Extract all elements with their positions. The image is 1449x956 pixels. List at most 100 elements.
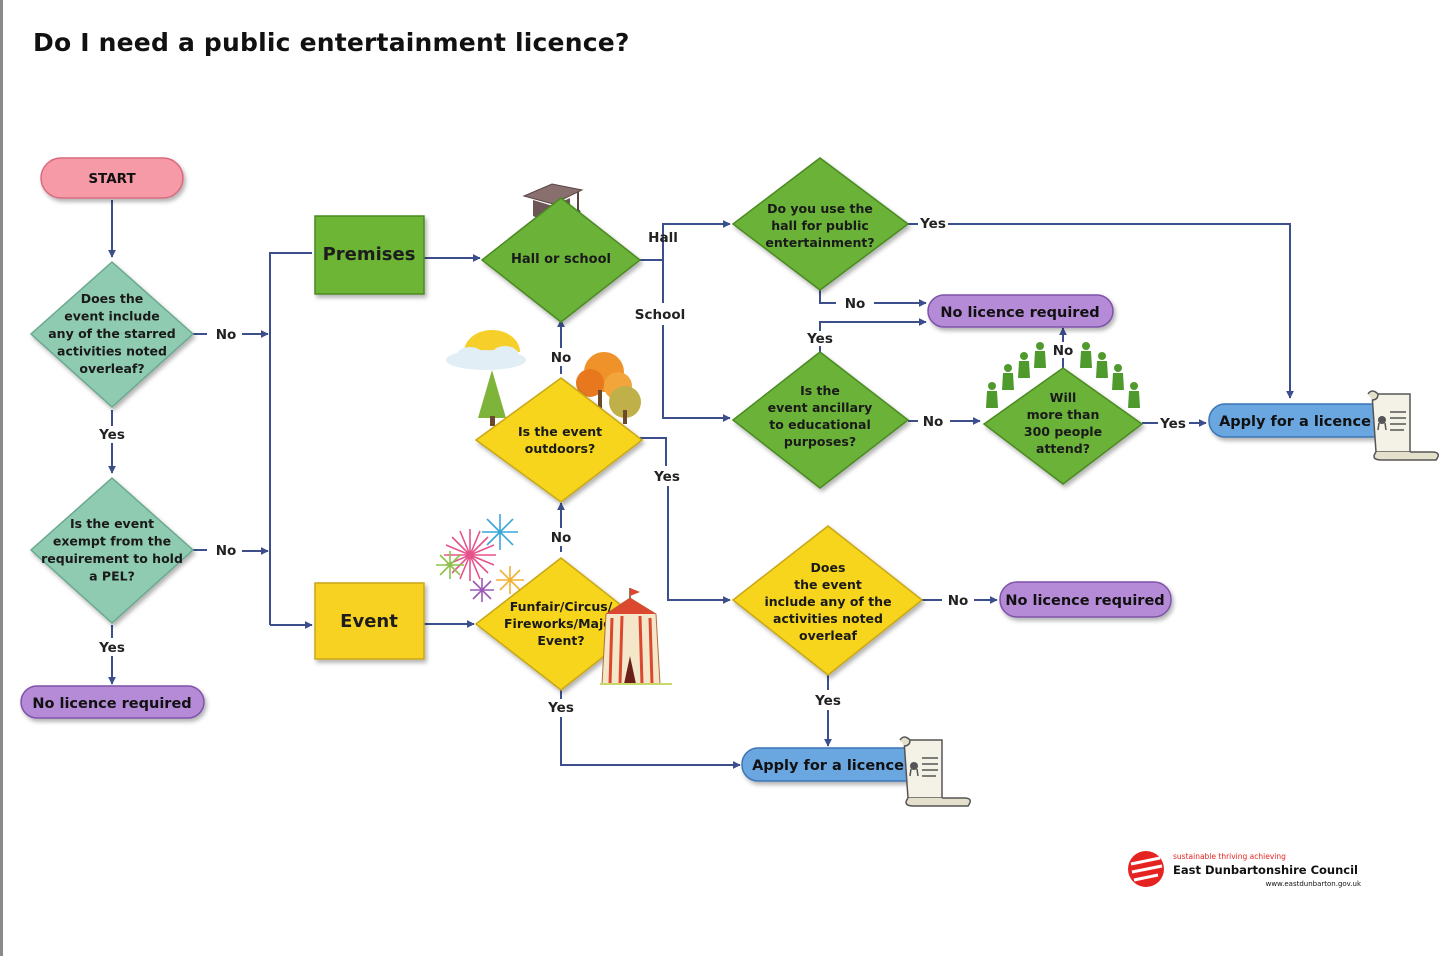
text-line: requirement to hold bbox=[41, 551, 183, 566]
start-node bbox=[40, 157, 184, 199]
label-ancillary-yes: Yes bbox=[806, 331, 833, 347]
crowd-icon bbox=[986, 342, 1140, 408]
text-line: Is the bbox=[800, 383, 840, 398]
event-label: Event bbox=[340, 611, 398, 632]
text-line: overleaf? bbox=[79, 361, 144, 376]
text-line: 300 people bbox=[1024, 424, 1102, 439]
text-line: a PEL? bbox=[89, 569, 135, 584]
label-school: School bbox=[635, 307, 686, 323]
apply-right-label: Apply for a licence bbox=[1219, 414, 1371, 430]
sun-cloud-icon bbox=[446, 330, 526, 370]
text-line: any of the starred bbox=[48, 326, 176, 341]
text-line: the event bbox=[794, 577, 862, 592]
text-line: Does the bbox=[81, 291, 144, 306]
decision-listed-text: Does the event include any of the activitie… bbox=[764, 560, 891, 643]
start-label: START bbox=[88, 171, 136, 187]
label-funfair-no: No bbox=[551, 530, 572, 546]
text-line: exempt from the bbox=[53, 534, 171, 549]
decision-starred-activities bbox=[29, 260, 195, 409]
text-line: activities noted bbox=[57, 344, 167, 359]
label-300-no: No bbox=[1053, 343, 1074, 359]
tree-icon bbox=[478, 370, 506, 426]
label-ancillary-no: No bbox=[923, 414, 944, 430]
no-licence-left-label: No licence required bbox=[32, 696, 191, 712]
premises-label: Premises bbox=[323, 244, 416, 265]
text-line: Will bbox=[1050, 390, 1077, 405]
label-300-yes: Yes bbox=[1159, 416, 1186, 432]
text-line: event include bbox=[64, 309, 160, 324]
page-title: Do I need a public entertainment licence… bbox=[33, 28, 630, 57]
council-url: www.eastdunbarton.gov.uk bbox=[1266, 880, 1362, 888]
decision-300-text: Will more than 300 people attend? bbox=[1024, 390, 1102, 456]
decision-exempt-pel bbox=[29, 476, 195, 625]
page-left-border bbox=[0, 0, 3, 956]
label-outdoors-no: No bbox=[551, 350, 572, 366]
connectors bbox=[108, 200, 1294, 769]
text-line: attend? bbox=[1036, 441, 1090, 456]
no-licence-mid-label: No licence required bbox=[1005, 593, 1164, 609]
text-line: include any of the bbox=[764, 594, 891, 609]
text-line: activities noted bbox=[773, 611, 883, 626]
label-starred-no: No bbox=[216, 327, 237, 343]
apply-bottom-label: Apply for a licence bbox=[752, 758, 904, 774]
connector-labels: No Yes No Yes Hall School No Yes No Yes … bbox=[98, 216, 1186, 716]
text-line: hall for public bbox=[771, 218, 869, 233]
text-line: to educational bbox=[769, 417, 871, 432]
decision-hall-school-text: Hall or school bbox=[511, 252, 611, 267]
decision-hall-use-text: Do you use the hall for public entertainme… bbox=[765, 201, 874, 250]
text-line: overleaf bbox=[799, 628, 858, 643]
text-line: more than bbox=[1027, 407, 1100, 422]
text-line: Is the event bbox=[518, 424, 602, 439]
text-line: purposes? bbox=[784, 434, 856, 449]
label-hall: Hall bbox=[648, 230, 678, 246]
label-outdoors-yes: Yes bbox=[653, 469, 680, 485]
arrow-hall bbox=[638, 220, 731, 261]
decision-listed-activities bbox=[731, 525, 924, 676]
decision-ancillary bbox=[731, 351, 910, 489]
label-exempt-no: No bbox=[216, 543, 237, 559]
text-line: entertainment? bbox=[765, 235, 874, 250]
decision-exempt-text: Is the event exempt from the requirement t… bbox=[41, 516, 183, 584]
label-halluse-no: No bbox=[845, 296, 866, 312]
council-logo-icon bbox=[1128, 851, 1164, 887]
text-line: Fireworks/Major bbox=[504, 616, 619, 631]
text-line: Is the event bbox=[70, 516, 154, 531]
label-halluse-yes: Yes bbox=[919, 216, 946, 232]
scroll-icon bbox=[899, 736, 971, 807]
text-line: Do you use the bbox=[767, 201, 873, 216]
council-tagline: sustainable thriving achieving bbox=[1173, 852, 1286, 861]
text-line: Event? bbox=[537, 633, 584, 648]
label-listed-yes: Yes bbox=[814, 693, 841, 709]
decision-outdoors-text: Is the event outdoors? bbox=[518, 424, 602, 456]
event-node bbox=[314, 582, 425, 660]
no-licence-mid-node bbox=[999, 581, 1172, 618]
scroll-icon bbox=[1367, 390, 1439, 461]
text-line: Funfair/Circus/ bbox=[510, 599, 613, 614]
bus-to-premises-event bbox=[269, 252, 312, 625]
autumn-trees-icon bbox=[576, 352, 641, 424]
arrow-outdoors-yes bbox=[640, 437, 667, 466]
decision-funfair bbox=[474, 557, 647, 691]
council-name: East Dunbartonshire Council bbox=[1173, 863, 1358, 877]
arrow-halluse-no bbox=[819, 289, 836, 304]
no-licence-left-node bbox=[20, 685, 205, 719]
circus-tent-icon bbox=[600, 588, 672, 685]
premises-node bbox=[314, 215, 425, 295]
decision-ancillary-text: Is the event ancillary to educational purpo… bbox=[768, 383, 873, 449]
no-licence-top-node bbox=[927, 294, 1114, 328]
decision-300-people bbox=[982, 367, 1144, 485]
label-listed-no: No bbox=[948, 593, 969, 609]
decision-outdoors bbox=[474, 377, 644, 503]
text-line: event ancillary bbox=[768, 400, 873, 415]
council-logo: sustainable thriving achieving East Dunb… bbox=[1128, 851, 1362, 888]
text-line: outdoors? bbox=[525, 441, 595, 456]
fireworks-icon bbox=[436, 514, 524, 602]
decision-hall-or-school bbox=[480, 197, 642, 323]
decision-hall-public-use bbox=[731, 157, 910, 291]
text-line: Does bbox=[811, 560, 846, 575]
label-exempt-yes: Yes bbox=[98, 640, 125, 656]
label-funfair-yes: Yes bbox=[547, 700, 574, 716]
label-starred-yes: Yes bbox=[98, 427, 125, 443]
